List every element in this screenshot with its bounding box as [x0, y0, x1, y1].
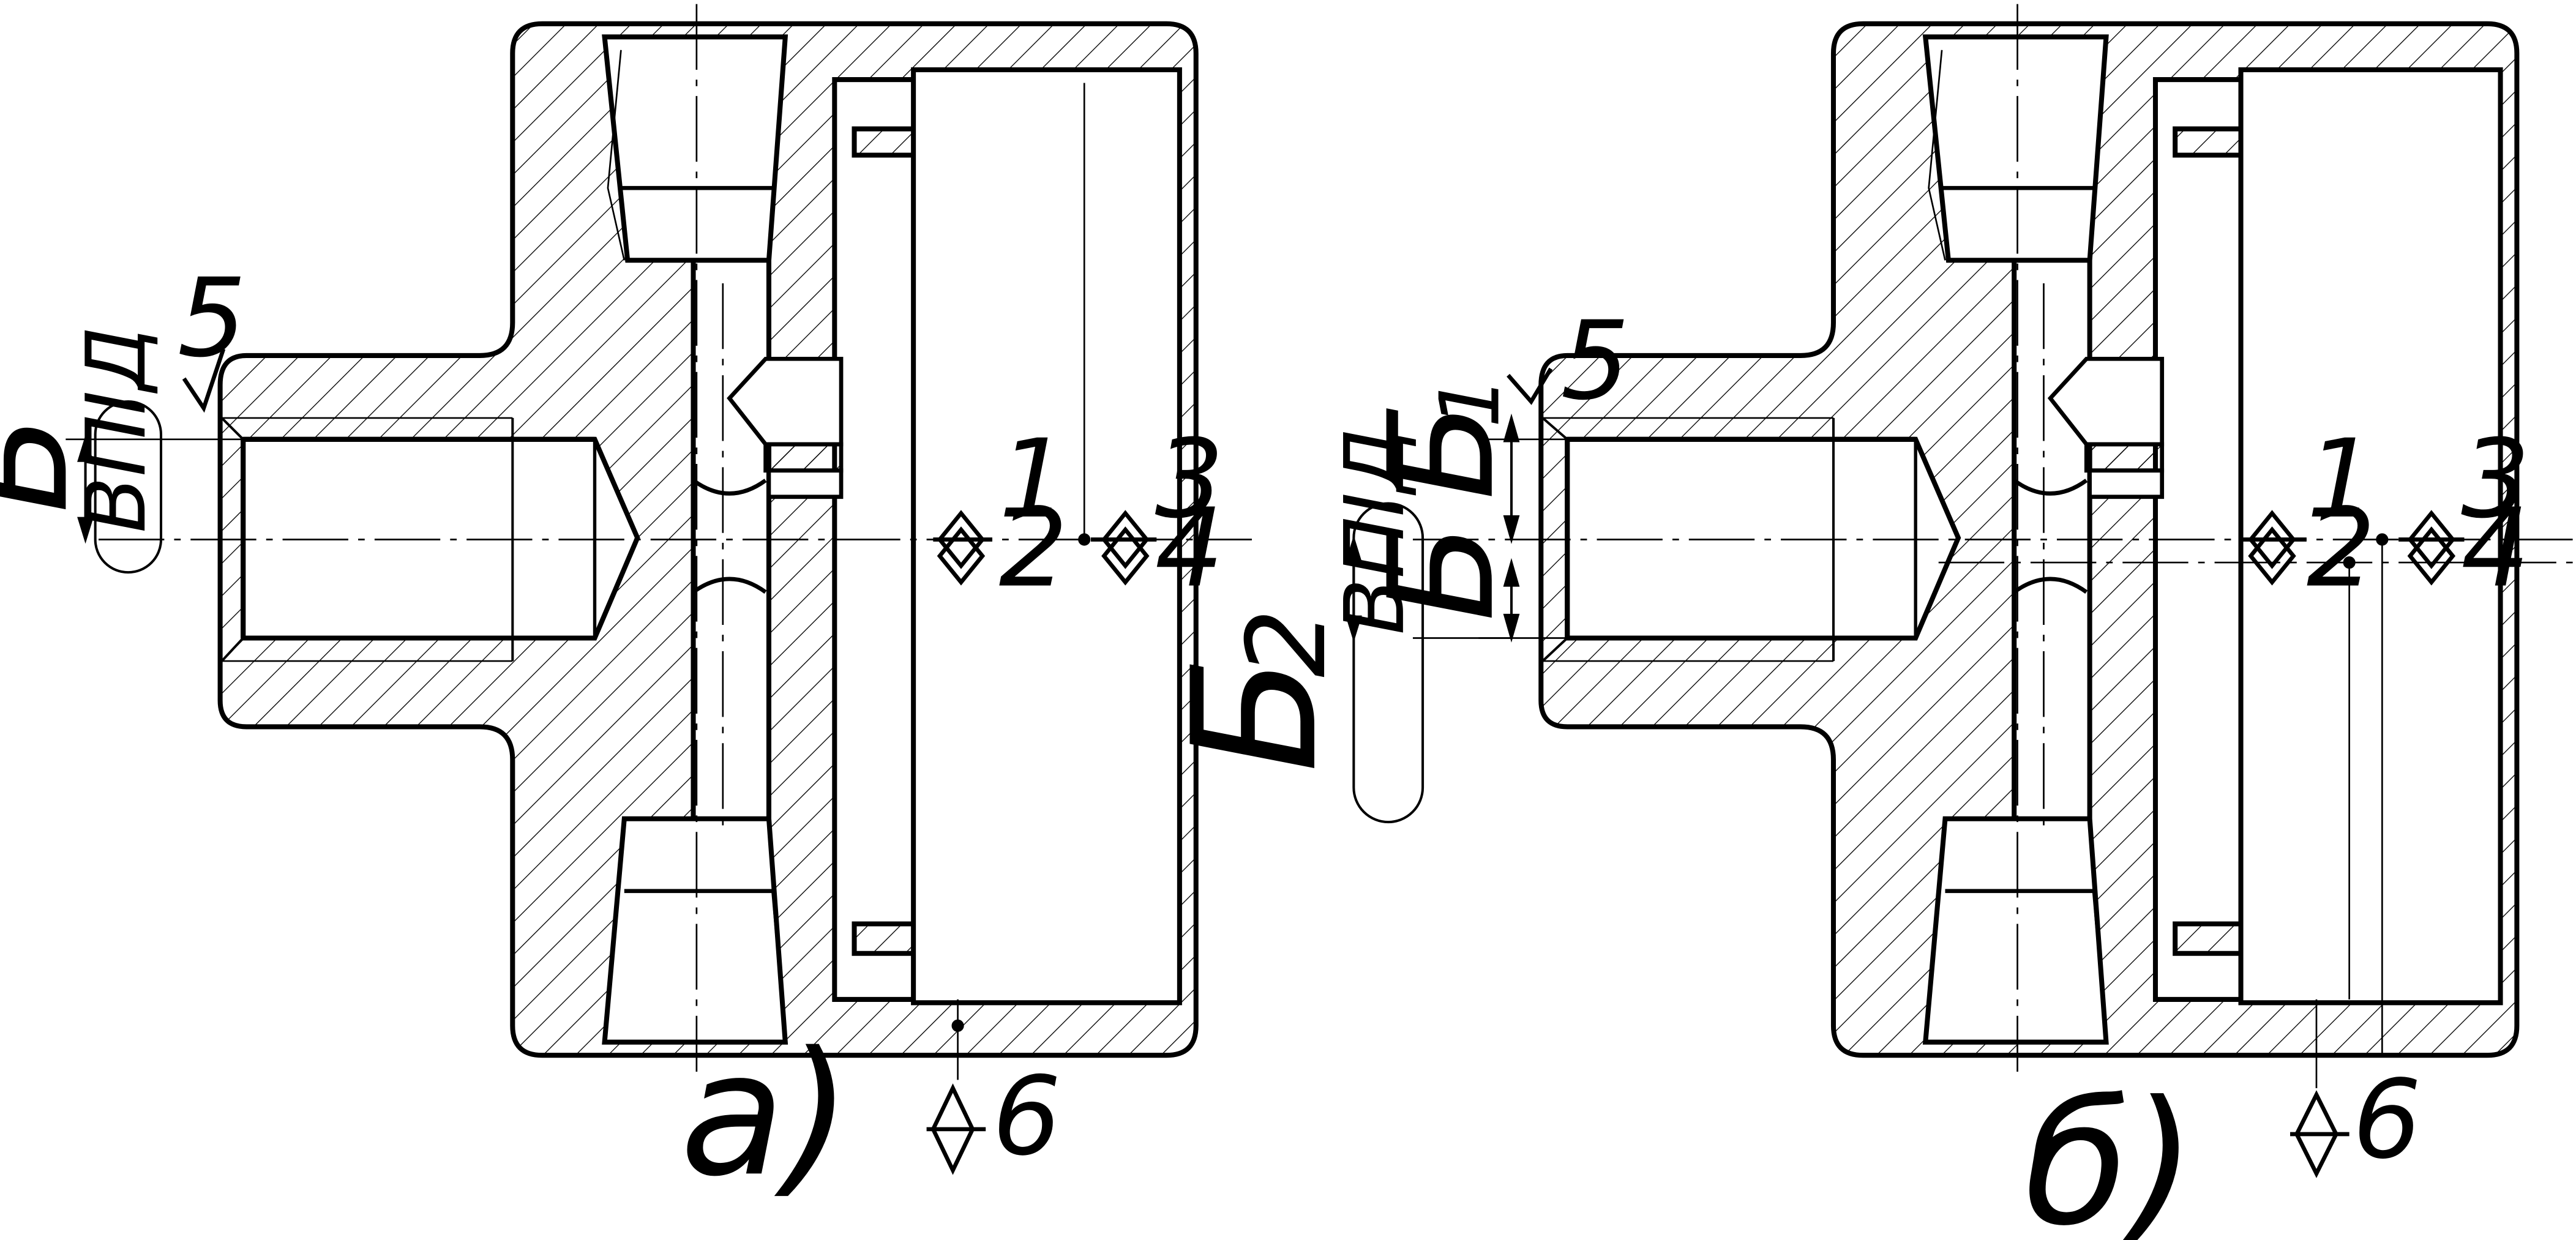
view-b-base-dimensions: [1345, 413, 1520, 824]
view-a-support-5: 5: [178, 255, 247, 381]
view-b-support-5: 5: [1560, 298, 1630, 424]
view-b-lateral-hole: [2013, 356, 2165, 594]
view-a-center-lines: [99, 4, 1252, 1072]
view-b-base-label-2-sub: 2: [1224, 608, 1350, 678]
view-b-bore-lines: [1541, 417, 1917, 662]
view-b-support-1: 1: [2307, 416, 2376, 542]
view-b-base-label-2: Б: [1156, 655, 1355, 772]
view-b-support-symbols: [1507, 367, 2465, 1178]
view-b-base-label-1-sub: 1: [1422, 376, 1518, 428]
view-b-section: Б 1 Б ВПІД Б 2 1 2 3 4 5 6 б): [1156, 4, 2573, 1240]
view-a-base-dimension: [77, 400, 163, 574]
view-a-base-tag: ВПІД: [68, 326, 164, 532]
view-a-section: Б ВПІД 1 2 3 4 5 6 а): [0, 4, 1252, 1214]
view-b-base-tag: ВПІД: [1327, 428, 1423, 635]
view-a-base-label: Б: [0, 414, 100, 514]
view-b-aux-lines: [1478, 438, 2383, 1088]
view-a-support-6: 6: [992, 1053, 1061, 1179]
view-a-support-1: 1: [999, 416, 1068, 542]
view-a-caption: а): [680, 1015, 852, 1214]
view-b-caption: б): [2024, 1064, 2196, 1240]
view-a-conical-holes: [607, 50, 787, 1042]
view-b-support-4: 4: [2461, 485, 2530, 611]
view-b-support-2: 2: [2307, 485, 2376, 611]
view-b-conical-holes: [1928, 50, 2107, 1042]
view-b-support-6: 6: [2353, 1057, 2422, 1183]
view-b-base-label-3: Б: [1358, 523, 1526, 622]
view-a-lateral-hole: [692, 356, 844, 594]
view-a-support-2: 2: [999, 485, 1068, 611]
view-a-support-4: 4: [1155, 485, 1224, 611]
view-a-support-symbols: [182, 348, 1157, 1175]
view-a-bore-lines: [220, 417, 597, 662]
view-b-base-label-1: Б: [1358, 401, 1526, 500]
view-a-support-3: 3: [1155, 416, 1224, 542]
view-b-support-3: 3: [2461, 416, 2530, 542]
